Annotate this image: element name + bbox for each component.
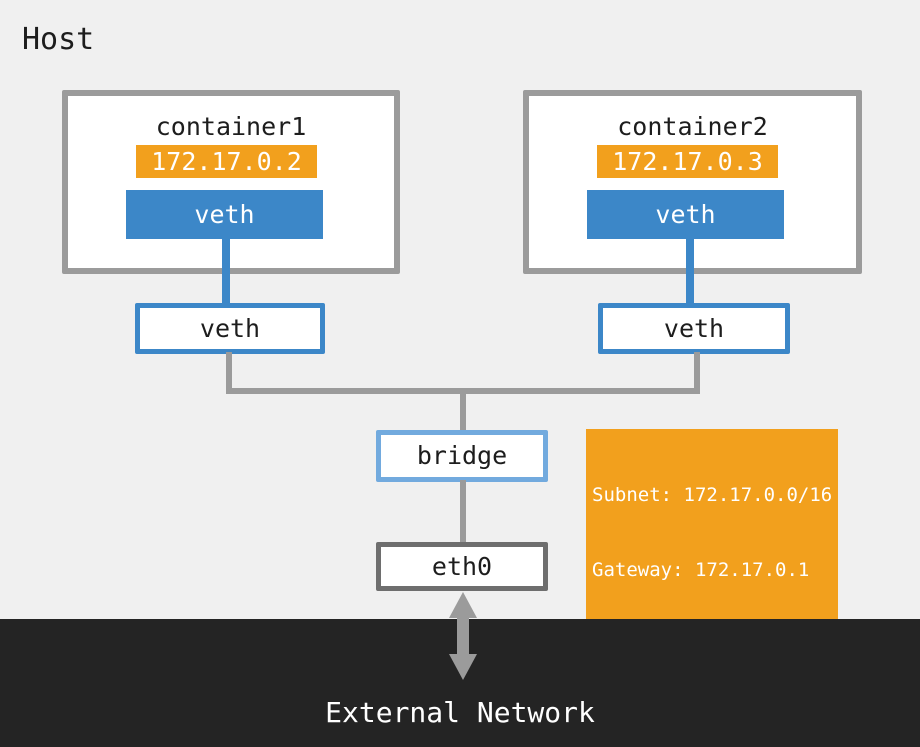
gateway-text: Gateway: 172.17.0.1 (592, 559, 810, 581)
host-label: Host (22, 22, 95, 57)
veth-inner-container2: veth (587, 190, 784, 239)
network-info-badge: Subnet: 172.17.0.0/16 Gateway: 172.17.0.… (586, 429, 839, 637)
container-title-2: container2 (617, 112, 768, 141)
eth0-box: eth0 (376, 542, 548, 591)
host-veth-box-left: veth (135, 303, 325, 354)
connector-container2-to-veth (686, 238, 694, 305)
container-title-1: container1 (155, 112, 307, 141)
container-box-container2: container2 172.17.0.3 veth (523, 90, 862, 274)
bidirectional-arrow-icon (449, 592, 477, 680)
ip-badge-container2: 172.17.0.3 (597, 145, 778, 178)
veth-inner-container1: veth (126, 190, 323, 239)
external-network-label: External Network (325, 696, 595, 729)
subnet-text: Subnet: 172.17.0.0/16 (592, 484, 833, 506)
connector-right-veth-riser (694, 352, 700, 394)
connector-left-veth-riser (226, 352, 232, 394)
connector-bridge-to-eth0 (460, 480, 466, 544)
container-box-container1: container1 172.17.0.2 veth (62, 90, 400, 274)
connector-bus-to-bridge (460, 388, 466, 432)
ip-badge-container1: 172.17.0.2 (136, 145, 317, 178)
host-veth-box-right: veth (598, 303, 790, 354)
connector-container1-to-veth (222, 238, 230, 305)
bridge-box: bridge (376, 430, 548, 482)
